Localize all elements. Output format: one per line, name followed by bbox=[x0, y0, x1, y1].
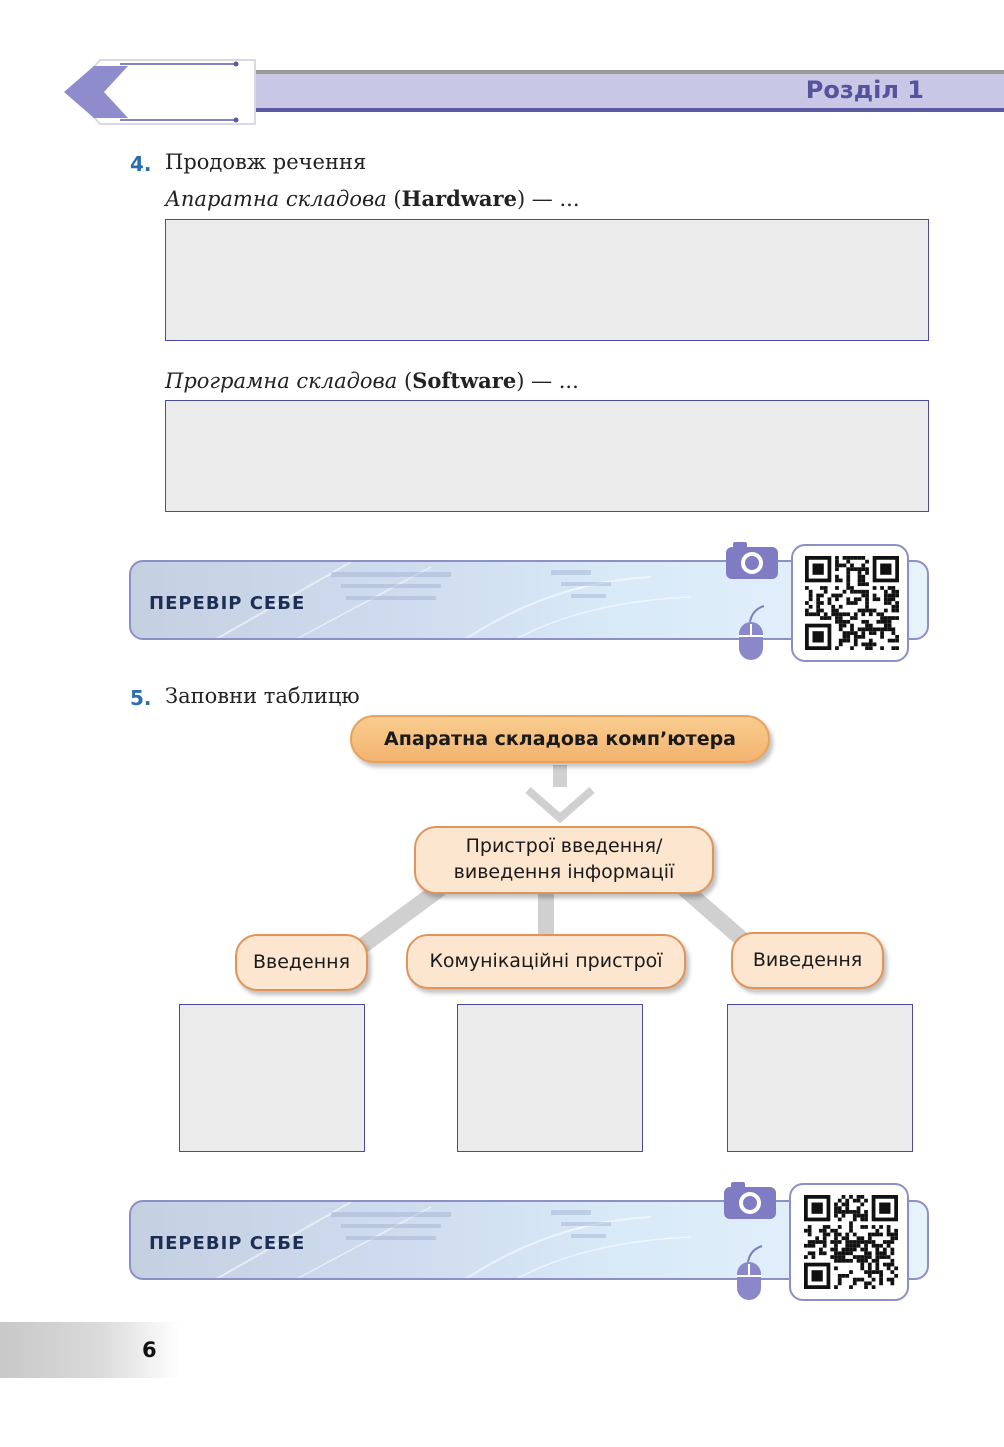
diagram-node-output: Виведення bbox=[731, 932, 884, 989]
diagram-node-communication: Комунікаційні пристрої bbox=[406, 934, 686, 989]
qr-code-icon bbox=[805, 556, 899, 650]
camera-icon[interactable] bbox=[723, 1180, 777, 1220]
diagram-middle-node: Пристрої введення/ виведення інформації bbox=[414, 826, 714, 894]
hardware-answer-box[interactable] bbox=[165, 219, 929, 341]
task-5-instruction: Заповни таблицю bbox=[165, 684, 360, 708]
header-bar bbox=[255, 70, 1004, 112]
software-prompt: Програмна складова (Software) — ... bbox=[165, 368, 579, 393]
check-yourself-label-2: ПЕРЕВІР СЕБЕ bbox=[149, 1233, 306, 1254]
page-number-tab bbox=[0, 1322, 180, 1378]
diagram-node-input: Введення bbox=[235, 934, 368, 991]
hardware-prompt: Апаратна складова (Hardware) — ... bbox=[165, 186, 580, 211]
software-english: Software bbox=[412, 368, 517, 393]
qr-card[interactable] bbox=[791, 544, 909, 662]
software-open: ( bbox=[397, 369, 413, 393]
hardware-close: ) — ... bbox=[516, 187, 580, 211]
hardware-english: Hardware bbox=[401, 186, 517, 211]
mouse-icon[interactable] bbox=[734, 1244, 766, 1302]
mouse-icon[interactable] bbox=[736, 604, 768, 662]
communication-devices-box[interactable] bbox=[457, 1004, 643, 1152]
software-term: Програмна складова bbox=[165, 369, 398, 393]
software-answer-box[interactable] bbox=[165, 400, 929, 512]
output-devices-box[interactable] bbox=[727, 1004, 913, 1152]
middle-node-line-1: Пристрої введення/ bbox=[465, 835, 663, 858]
back-chevron-icon[interactable] bbox=[60, 56, 260, 128]
hardware-term: Апаратна складова bbox=[165, 187, 387, 211]
qr-code-icon bbox=[804, 1195, 898, 1289]
check-yourself-label: ПЕРЕВІР СЕБЕ bbox=[149, 593, 306, 614]
camera-icon[interactable] bbox=[725, 540, 779, 580]
task-4-instruction: Продовж речення bbox=[165, 150, 367, 174]
input-devices-box[interactable] bbox=[179, 1004, 365, 1152]
banner-decoration-2 bbox=[215, 1202, 692, 1278]
qr-card-2[interactable] bbox=[789, 1183, 909, 1301]
section-title: Розділ 1 bbox=[805, 76, 924, 104]
middle-node-line-2: виведення інформації bbox=[453, 861, 675, 883]
page-number: 6 bbox=[142, 1338, 157, 1362]
task-5-number: 5. bbox=[130, 686, 152, 710]
banner-decoration bbox=[215, 562, 692, 638]
diagram-root-node: Апаратна складова комп’ютера bbox=[350, 715, 770, 763]
software-close: ) — ... bbox=[516, 369, 579, 393]
hardware-open: ( bbox=[386, 187, 402, 211]
task-4-number: 4. bbox=[130, 152, 152, 176]
